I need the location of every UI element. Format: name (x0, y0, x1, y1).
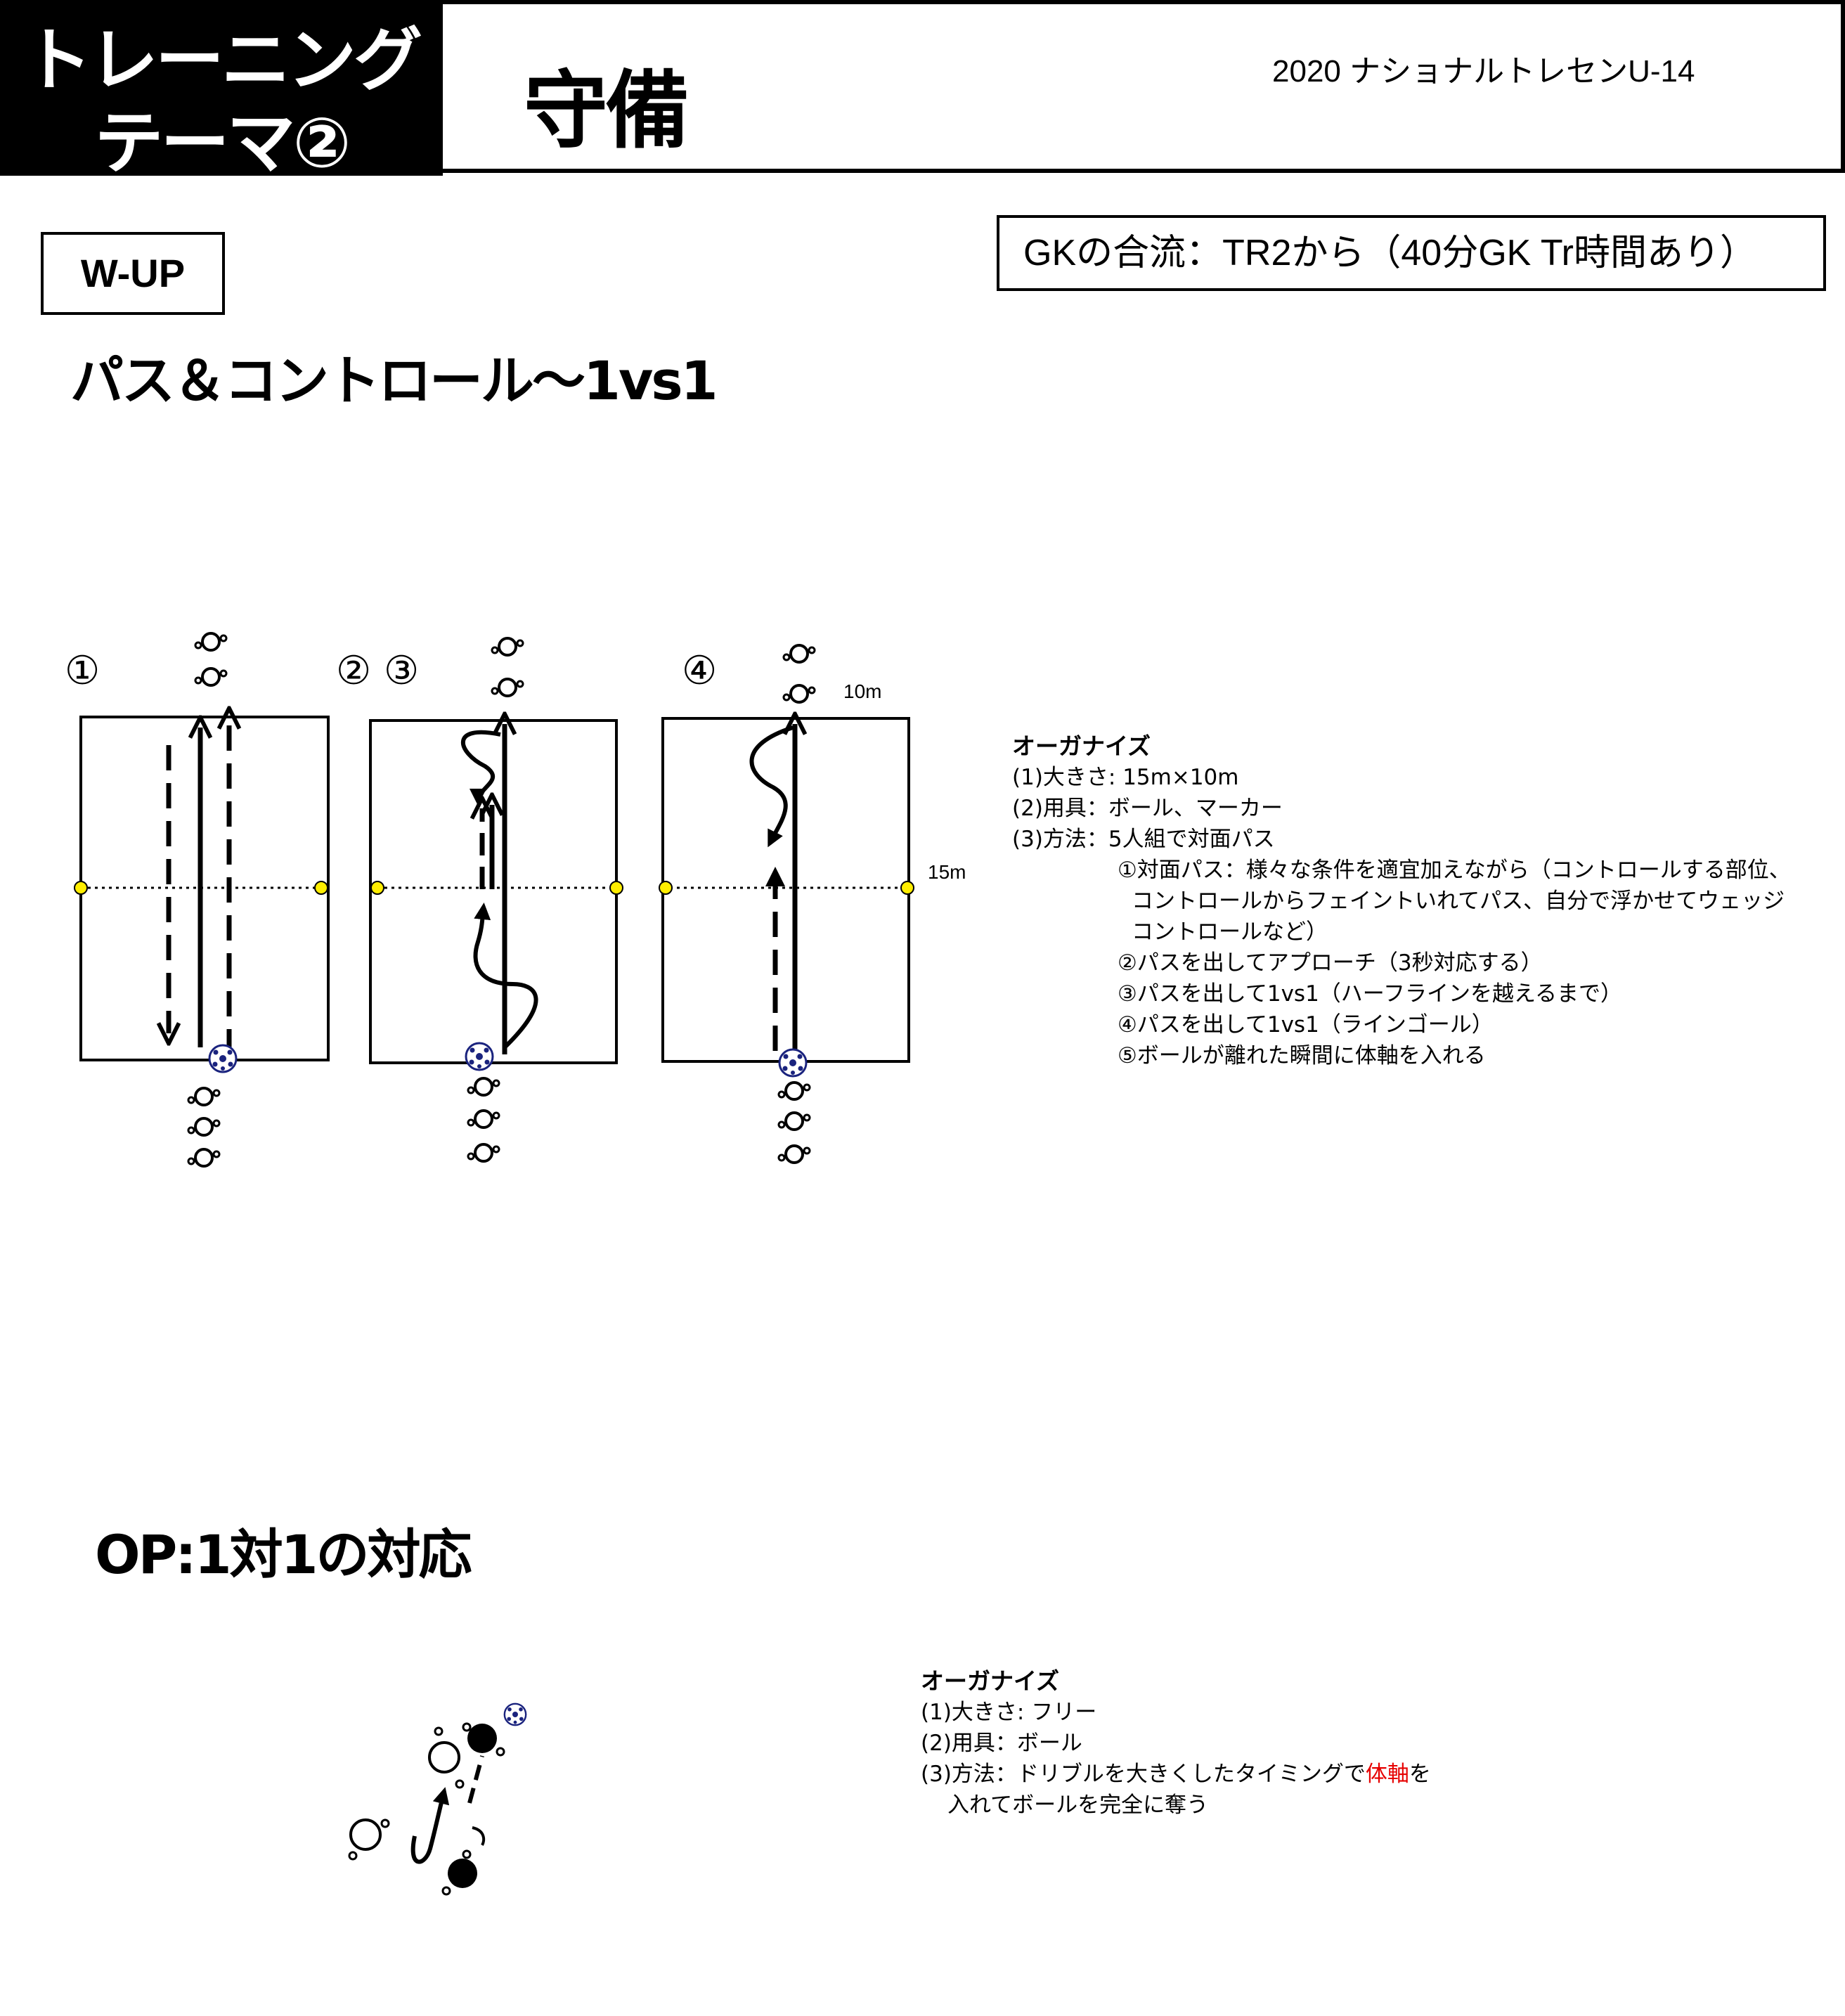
organize-line: (3)方法：5人組で対面パス (1012, 827, 1275, 852)
organize-subline: コントロールなど） (1132, 919, 1328, 945)
section2-title: OP:1対1の対応 (95, 1523, 472, 1586)
page-title: 守備 (524, 63, 690, 160)
organize-line: (3)方法：ドリブルを大きくしたタイミングで体軸を (921, 1759, 1431, 1790)
organize-subline: ①対面パス：様々な条件を適宜加えながら（コントロールする部位、 (1118, 858, 1791, 883)
organize-line: (1)大きさ: フリー (921, 1700, 1097, 1725)
field-4 (659, 644, 914, 1164)
organize-line: (2)用具：ボール (921, 1731, 1082, 1756)
organize-subline: ③パスを出して1vs1（ハーフラインを越えるまで） (1118, 981, 1623, 1007)
organize-text: を (1409, 1762, 1431, 1787)
organize-subline: コントロールからフェイントいれてパス、自分で浮かせてウェッジ (1132, 889, 1785, 914)
organize-subline: ④パスを出して1vs1（ラインゴール） (1118, 1012, 1494, 1038)
drill-label-2-3: ② ③ (336, 648, 420, 694)
organize-line: (2)用具：ボール、マーカー (1012, 796, 1283, 821)
organize-heading: オーガナイズ (921, 1667, 1060, 1695)
drill-label-4: ④ (682, 648, 718, 694)
op-diagram (348, 1702, 527, 1896)
theme-box: トレーニング テーマ② (0, 0, 443, 183)
gk-note: GKの合流：TR2から（40分GK Tr時間あり） (997, 215, 1826, 291)
theme-line-1: トレーニング (22, 20, 422, 101)
attacker-player (462, 1722, 505, 1757)
support-player (348, 1818, 390, 1861)
defender-player (428, 1726, 465, 1789)
header: トレーニング テーマ② 守備 2020 ナショナルトレセンU-14 (0, 0, 1845, 183)
highlight-text: 体軸 (1365, 1762, 1409, 1787)
organize-block-1: オーガナイズ (1)大きさ: 15m×10m (2)用具：ボール、マーカー (3… (1012, 731, 1791, 1071)
organize-subline: ②パスを出してアプローチ（3秒対応する） (1118, 950, 1543, 976)
drill-label-1: ① (65, 648, 101, 694)
theme-line-2: テーマ② (94, 103, 351, 183)
dim-width-label: 10m (843, 680, 882, 702)
wup-label: W-UP (41, 232, 225, 315)
organize-text: (3)方法：ドリブルを大きくしたタイミングで (921, 1762, 1366, 1787)
lower-player (441, 1849, 477, 1896)
organize-line: (1)大きさ: 15m×10m (1012, 765, 1239, 790)
organize-line: 入れてボールを完全に奪う (947, 1792, 1209, 1818)
title-box (443, 0, 1845, 173)
field-1 (74, 632, 330, 1168)
field-2 (369, 637, 623, 1163)
organize-heading: オーガナイズ (1012, 732, 1151, 760)
dim-length-label: 15m (928, 861, 966, 883)
organize-subline: ⑤ボールが離れた瞬間に体軸を入れる (1118, 1043, 1486, 1068)
event-label: 2020 ナショナルトレセンU-14 (1272, 54, 1695, 89)
organize-block-2: オーガナイズ (1)大きさ: フリー (2)用具：ボール (3)方法：ドリブルを… (921, 1666, 1431, 1821)
section1-title: パス＆コントロール～1vs1 (70, 349, 718, 412)
